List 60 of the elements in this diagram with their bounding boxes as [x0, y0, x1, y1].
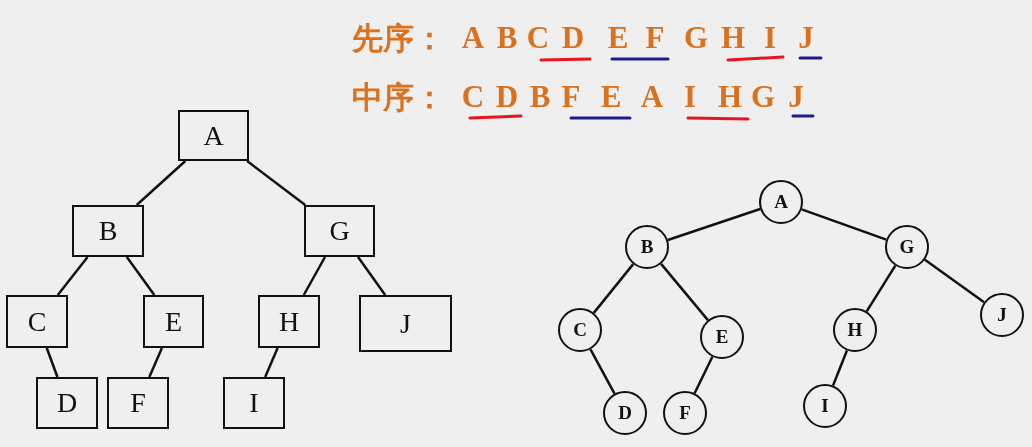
letter-text: H: [720, 21, 746, 55]
tree-edge: [667, 207, 761, 242]
tree-edge: [801, 208, 887, 241]
tree-edge: [592, 263, 635, 314]
letter-text: C: [461, 80, 485, 114]
tree-edge: [246, 160, 306, 206]
letter-text: I: [763, 21, 777, 55]
letter-text: H: [717, 80, 743, 114]
tree-edge: [924, 258, 985, 304]
tree-edge: [56, 256, 89, 296]
letter-text: D: [495, 80, 519, 114]
tree-node-box: D: [36, 377, 98, 429]
tree-edge: [589, 348, 616, 395]
tree-node-box: F: [107, 377, 169, 429]
letter-text: B: [529, 80, 551, 114]
tree-node-box: G: [304, 205, 375, 257]
tree-node-box: A: [178, 110, 249, 161]
tree-edge: [357, 256, 387, 296]
tree-node-circle: G: [885, 225, 929, 269]
letter-text: A: [461, 21, 485, 55]
tree-edge: [148, 347, 164, 378]
letter-text: G: [750, 80, 776, 114]
tree-node-circle: C: [558, 308, 602, 352]
tree-node-circle: B: [625, 225, 669, 269]
tree-edge: [302, 256, 327, 296]
letter-text: J: [788, 80, 804, 114]
tree-node-box: H: [258, 295, 320, 348]
letter-text: E: [607, 21, 629, 55]
tree-node-circle: E: [700, 315, 744, 359]
heading-text: 先序：: [352, 21, 445, 55]
tree-edge: [660, 263, 709, 321]
tree-node-box: B: [72, 205, 144, 257]
tree-node-circle: H: [833, 308, 877, 352]
letter-text: C: [526, 21, 550, 55]
heading-text: 中序：: [352, 80, 445, 114]
tree-node-box: J: [359, 295, 452, 352]
letter-text: F: [645, 21, 665, 55]
tree-edge: [45, 347, 59, 378]
tree-edge: [831, 350, 849, 386]
tree-node-box: C: [6, 295, 68, 348]
tree-edge: [865, 264, 897, 313]
letter-text: E: [600, 80, 622, 114]
letter-text: D: [561, 21, 585, 55]
letter-text: F: [561, 80, 581, 114]
letter-text: B: [496, 21, 518, 55]
tree-node-circle: I: [803, 384, 847, 428]
tree-edge: [264, 347, 279, 378]
tree-node-circle: J: [980, 293, 1024, 337]
letter-text: G: [683, 21, 709, 55]
tree-edge: [693, 356, 714, 394]
tree-edge: [125, 256, 156, 296]
letter-text: I: [683, 80, 697, 114]
tree-node-box: I: [223, 377, 285, 429]
tree-node-circle: F: [663, 391, 707, 435]
tree-edge: [135, 160, 187, 206]
letter-text: J: [798, 21, 814, 55]
letter-text: A: [640, 80, 664, 114]
tree-node-circle: A: [759, 180, 803, 224]
tree-node-circle: D: [603, 391, 647, 435]
tree-node-box: E: [143, 295, 204, 348]
